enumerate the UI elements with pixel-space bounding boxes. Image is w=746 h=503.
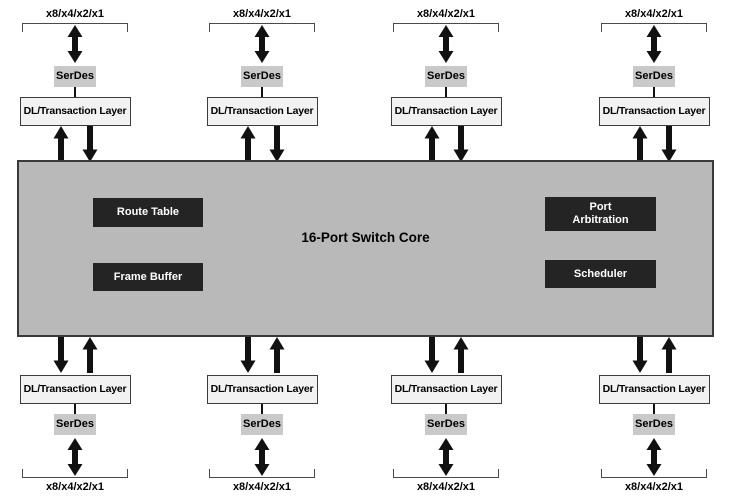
core-port-arrows	[240, 337, 285, 373]
lane-bracket	[601, 469, 707, 478]
serdes-block: SerDes	[425, 66, 467, 87]
serdes-block: SerDes	[54, 66, 96, 87]
core-port-arrows	[424, 337, 469, 373]
core-port-arrows	[53, 126, 98, 162]
down-arrow-icon	[269, 126, 284, 162]
lane-bracket	[22, 469, 128, 478]
up-arrow-icon	[53, 126, 68, 162]
bidirectional-link-arrow-icon	[646, 25, 662, 63]
up-arrow-icon	[424, 126, 439, 162]
scheduler-block: Scheduler	[545, 260, 656, 288]
port-column-bottom-4: DL/Transaction Layer SerDes x8/x4/x2/x1	[579, 337, 729, 494]
core-port-arrows	[632, 337, 677, 373]
lane-width-label: x8/x4/x2/x1	[624, 481, 684, 493]
port-column-bottom-3: DL/Transaction Layer SerDes x8/x4/x2/x1	[371, 337, 521, 494]
serdes-block: SerDes	[633, 66, 675, 87]
down-arrow-icon	[632, 337, 647, 373]
lane-width-label: x8/x4/x2/x1	[232, 481, 292, 493]
serdes-dl-connector	[74, 87, 76, 97]
serdes-block: SerDes	[54, 414, 96, 435]
core-port-arrows	[53, 337, 98, 373]
dl-transaction-layer-block: DL/Transaction Layer	[206, 375, 318, 404]
up-arrow-icon	[661, 337, 676, 373]
down-arrow-icon	[424, 337, 439, 373]
lane-bracket	[22, 23, 128, 32]
serdes-dl-connector	[653, 404, 655, 414]
serdes-block: SerDes	[241, 414, 283, 435]
lane-bracket	[601, 23, 707, 32]
up-arrow-icon	[240, 126, 255, 162]
serdes-dl-connector	[445, 87, 447, 97]
dl-transaction-layer-block: DL/Transaction Layer	[19, 97, 131, 126]
bidirectional-link-arrow-icon	[438, 438, 454, 476]
up-arrow-icon	[269, 337, 284, 373]
dl-transaction-layer-block: DL/Transaction Layer	[206, 97, 318, 126]
core-port-arrows	[632, 126, 677, 162]
lane-width-label: x8/x4/x2/x1	[416, 8, 476, 20]
lane-width-label: x8/x4/x2/x1	[416, 481, 476, 493]
core-port-arrows	[240, 126, 285, 162]
port-column-bottom-2: DL/Transaction Layer SerDes x8/x4/x2/x1	[187, 337, 337, 494]
serdes-dl-connector	[261, 404, 263, 414]
serdes-dl-connector	[445, 404, 447, 414]
lane-bracket	[393, 469, 499, 478]
dl-transaction-layer-block: DL/Transaction Layer	[598, 97, 710, 126]
lane-width-label: x8/x4/x2/x1	[624, 8, 684, 20]
serdes-dl-connector	[261, 87, 263, 97]
port-column-top-4: x8/x4/x2/x1 SerDes DL/Transaction Layer	[579, 4, 729, 162]
core-port-arrows	[424, 126, 469, 162]
lane-width-label: x8/x4/x2/x1	[45, 8, 105, 20]
bidirectional-link-arrow-icon	[646, 438, 662, 476]
port-column-top-2: x8/x4/x2/x1 SerDes DL/Transaction Layer	[187, 4, 337, 162]
dl-transaction-layer-block: DL/Transaction Layer	[390, 375, 502, 404]
up-arrow-icon	[632, 126, 647, 162]
port-column-top-1: x8/x4/x2/x1 SerDes DL/Transaction Layer	[0, 4, 150, 162]
bidirectional-link-arrow-icon	[67, 25, 83, 63]
lane-bracket	[209, 23, 315, 32]
serdes-block: SerDes	[633, 414, 675, 435]
dl-transaction-layer-block: DL/Transaction Layer	[598, 375, 710, 404]
down-arrow-icon	[661, 126, 676, 162]
serdes-block: SerDes	[241, 66, 283, 87]
lane-bracket	[209, 469, 315, 478]
serdes-dl-connector	[74, 404, 76, 414]
port-column-top-3: x8/x4/x2/x1 SerDes DL/Transaction Layer	[371, 4, 521, 162]
core-title: 16-Port Switch Core	[301, 230, 430, 245]
port-column-bottom-1: DL/Transaction Layer SerDes x8/x4/x2/x1	[0, 337, 150, 494]
bidirectional-link-arrow-icon	[438, 25, 454, 63]
up-arrow-icon	[82, 337, 97, 373]
down-arrow-icon	[53, 337, 68, 373]
lane-bracket	[393, 23, 499, 32]
lane-width-label: x8/x4/x2/x1	[232, 8, 292, 20]
down-arrow-icon	[82, 126, 97, 162]
dl-transaction-layer-block: DL/Transaction Layer	[390, 97, 502, 126]
down-arrow-icon	[453, 126, 468, 162]
switch-core: 16-Port Switch Core Route Table Frame Bu…	[17, 160, 714, 337]
bidirectional-link-arrow-icon	[67, 438, 83, 476]
serdes-block: SerDes	[425, 414, 467, 435]
dl-transaction-layer-block: DL/Transaction Layer	[19, 375, 131, 404]
port-arbitration-block: Port Arbitration	[545, 197, 656, 231]
bidirectional-link-arrow-icon	[254, 438, 270, 476]
down-arrow-icon	[240, 337, 255, 373]
lane-width-label: x8/x4/x2/x1	[45, 481, 105, 493]
serdes-dl-connector	[653, 87, 655, 97]
frame-buffer-block: Frame Buffer	[93, 263, 203, 291]
route-table-block: Route Table	[93, 198, 203, 227]
up-arrow-icon	[453, 337, 468, 373]
bidirectional-link-arrow-icon	[254, 25, 270, 63]
